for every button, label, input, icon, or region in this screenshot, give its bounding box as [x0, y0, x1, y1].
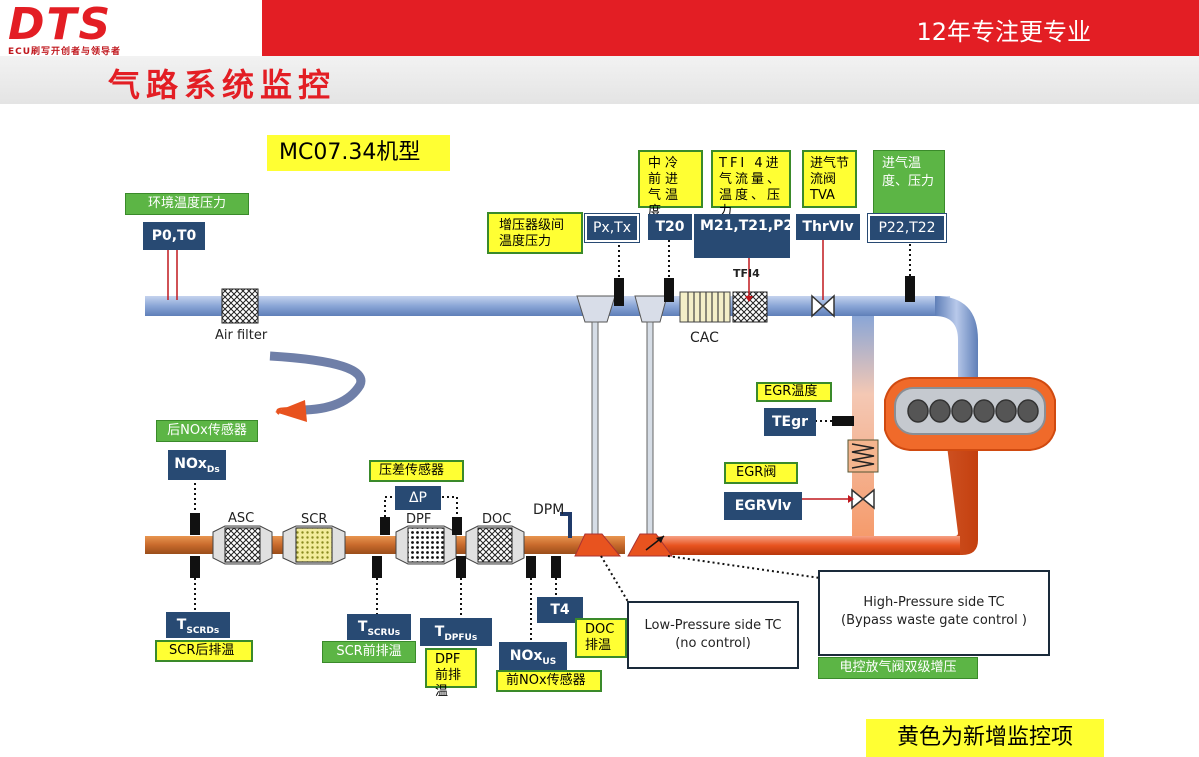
high-pressure-tc-box: High-Pressure side TC (Bypass waste gate… — [818, 570, 1050, 656]
scr-outlet-temp-label: SCR后排温 — [155, 640, 253, 662]
exhaust-high-pipe — [650, 536, 960, 555]
scr-label: SCR — [301, 512, 328, 527]
high-pressure-tc-note: (Bypass waste gate control ) — [841, 613, 1027, 628]
high-pressure-tc-label: 电控放气阀双级增压 — [818, 657, 978, 679]
intake-manifold-code: P22,T22 — [867, 213, 947, 243]
scr-outlet-temp-code-sub: SCRDs — [186, 625, 220, 636]
tfi4-tag: TFI4 — [733, 267, 760, 280]
downstream-nox-label: 后NOx传感器 — [156, 420, 258, 442]
scr-catalyst — [282, 525, 346, 565]
dpf-inlet-temp-code-main: T — [434, 624, 445, 640]
tfi4-sensor-label: TFI 4进气流量、温度、压力 — [711, 150, 791, 219]
brand-tagline: ECU刷写开创者与领导者 — [8, 47, 122, 57]
upstream-nox-code-sub: US — [542, 656, 557, 667]
intake-manifold-label: 进气温度、压力 — [873, 150, 945, 220]
charge-air-cooler — [679, 291, 731, 323]
egr-valve-label: EGR阀 — [724, 462, 798, 484]
hp-compressor — [634, 295, 668, 323]
downstream-nox-code-main: NOx — [174, 456, 207, 472]
dpm-label: DPM — [533, 502, 565, 518]
air-filter — [221, 288, 259, 324]
scr-inlet-temp-label: SCR前排温 — [322, 641, 416, 663]
throttle-valve-label: 进气节流阀TVA — [802, 150, 857, 208]
low-pressure-tc-note: (no control) — [675, 636, 751, 651]
header-slogan: 12年专注更专业 — [916, 18, 1091, 46]
upstream-nox-code: NOxUS — [499, 642, 567, 670]
interstage-sensor-code: Px,Tx — [584, 213, 640, 243]
brand-logo: DTS — [8, 0, 113, 50]
egr-valve — [800, 488, 875, 510]
low-pressure-tc-box: Low-Pressure side TC (no control) — [627, 601, 799, 669]
air-filter-label: Air filter — [215, 328, 268, 343]
intake-pipe-bend — [935, 296, 978, 395]
downstream-nox-code: NOxDs — [168, 450, 226, 480]
doc-label: DOC — [482, 512, 512, 527]
ambient-sensor-code: P0,T0 — [143, 222, 205, 250]
downstream-nox-code-sub: Ds — [206, 464, 220, 475]
dpf-inlet-temp-label: DPF前排温 — [425, 648, 477, 699]
doc-catalyst — [465, 525, 525, 565]
cac-label: CAC — [690, 330, 719, 346]
asc-catalyst — [212, 525, 273, 565]
engine-block — [884, 377, 1056, 451]
dp-sensor-label: 压差传感器 — [369, 460, 464, 482]
ambient-sensor-label: 环境温度压力 — [125, 193, 249, 215]
lp-turbine — [574, 533, 622, 557]
scr-inlet-temp-code-sub: SCRUs — [367, 627, 401, 638]
egr-valve-code: EGRVlv — [724, 492, 802, 520]
dp-sensor-code: ΔP — [395, 486, 441, 510]
hp-turbine — [627, 533, 673, 557]
doc-inlet-temp-label: DOC排温 — [575, 618, 627, 658]
egr-temp-label: EGR温度 — [756, 382, 832, 402]
dpf-label: DPF — [406, 512, 432, 527]
upstream-nox-code-main: NOx — [509, 648, 543, 664]
upstream-nox-label: 前NOx传感器 — [496, 670, 602, 692]
cac-inlet-temp-code: T20 — [648, 214, 692, 240]
interstage-sensor-label: 增压器级间温度压力 — [487, 212, 583, 254]
tfi4-sensor-code: M21,T21,P21 — [694, 214, 803, 258]
legend-note: 黄色为新增监控项 — [866, 719, 1104, 757]
page-title: 气路系统监控 — [108, 66, 337, 104]
asc-label: ASC — [228, 511, 255, 526]
lp-compressor — [576, 295, 616, 323]
dpf-inlet-temp-code-sub: DPFUs — [444, 632, 478, 643]
egr-pipe — [852, 316, 874, 540]
scr-outlet-temp-code: TSCRDs — [166, 612, 230, 638]
scr-inlet-temp-code: TSCRUs — [347, 614, 411, 640]
title-bar — [0, 56, 1199, 104]
doc-inlet-temp-code: T4 — [537, 597, 583, 623]
p0-probe — [167, 250, 178, 300]
engine-model-label: MC07.34机型 — [267, 135, 450, 171]
flow-direction-arrow — [269, 351, 366, 415]
dpm-probe — [560, 512, 572, 538]
header-bar — [262, 0, 1199, 56]
cac-inlet-temp-label: 中冷前进气温度 — [638, 150, 703, 219]
throttle-valve-code: ThrVlv — [796, 214, 860, 240]
dpf-inlet-temp-code: TDPFUs — [420, 618, 492, 646]
low-pressure-tc-title: Low-Pressure side TC — [644, 618, 782, 633]
dpf-filter — [395, 525, 457, 565]
egr-temp-code: TEgr — [764, 408, 816, 436]
high-pressure-tc-title: High-Pressure side TC — [863, 595, 1005, 610]
scr-outlet-temp-code-main: T — [176, 617, 187, 633]
scr-inlet-temp-code-main: T — [357, 619, 368, 635]
throttle-valve — [811, 238, 835, 318]
